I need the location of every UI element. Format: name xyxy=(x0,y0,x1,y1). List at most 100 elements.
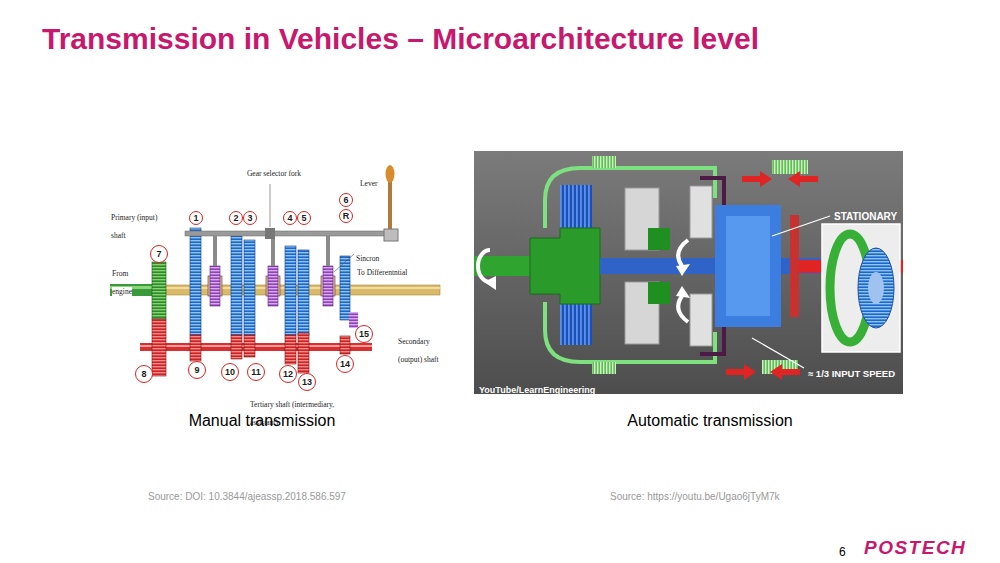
gear xyxy=(285,335,296,364)
gear xyxy=(648,282,670,304)
logo-text: POSTECH xyxy=(864,537,966,558)
label-box: Manual transmission xyxy=(189,412,336,430)
leader-line xyxy=(334,254,354,272)
gear-lever xyxy=(384,229,398,241)
callout-text: ≈ 1/3 INPUT SPEED xyxy=(808,368,895,379)
bracket xyxy=(700,178,724,205)
red-arrow xyxy=(788,171,818,187)
label-box: Sincron xyxy=(356,247,379,265)
planetary-set xyxy=(726,216,770,316)
gear xyxy=(190,228,350,335)
gear-lever xyxy=(388,180,392,232)
callout-circle: 14 xyxy=(336,355,354,373)
callout-circle: 9 xyxy=(188,361,206,379)
rotation-arrow xyxy=(478,240,688,322)
gear xyxy=(152,262,166,319)
tertiary-shaft xyxy=(140,345,372,347)
part-label: To Differentntial xyxy=(357,268,407,277)
source-note: Source: DOI: 10.3844/ajeassp.2018.586.59… xyxy=(148,491,346,502)
gear-teeth xyxy=(592,156,616,168)
label-box: Primary (input) shaft xyxy=(111,206,163,243)
callout-circle: 5 xyxy=(297,211,311,225)
rotation-arrow xyxy=(678,240,688,266)
synchronizer xyxy=(323,266,333,306)
part-label: From engine xyxy=(112,269,132,296)
label-box: ≈ 1/3 INPUT SPEED xyxy=(808,363,895,381)
leader-line xyxy=(772,216,830,236)
label-box: Source: DOI: 10.3844/ajeassp.2018.586.59… xyxy=(148,486,346,504)
selector-fork xyxy=(213,236,217,266)
rotation-arrow xyxy=(676,264,690,276)
rotation-arrow xyxy=(678,296,688,322)
gear xyxy=(152,319,166,376)
leader-line xyxy=(270,184,271,227)
source-note: Source: https://youtu.be/Ugao6jTyM7k xyxy=(610,491,780,502)
automatic-gearbox xyxy=(474,151,903,394)
idler-gear xyxy=(349,312,358,328)
callout-circle: 15 xyxy=(355,325,373,343)
rotation-arrow xyxy=(478,250,490,282)
gear xyxy=(231,335,242,359)
rotation-arrow xyxy=(484,264,690,298)
callout-circle: 10 xyxy=(221,363,239,381)
label-box: 6 xyxy=(839,542,846,560)
callout-circle: 11 xyxy=(247,363,265,381)
callout-circle: 13 xyxy=(298,373,316,391)
leader-line xyxy=(752,338,804,368)
callout-number: R xyxy=(343,212,350,221)
gear-lever xyxy=(386,165,395,183)
callout-number: 10 xyxy=(225,368,235,377)
callout-number: 3 xyxy=(247,214,252,223)
title-box: Transmission in Vehicles – Microarchitec… xyxy=(42,22,759,57)
callout-circle: 1 xyxy=(189,211,203,225)
label-box: POSTECH xyxy=(864,537,966,559)
callout-circle: 12 xyxy=(279,365,297,383)
label-box: To Differentntial xyxy=(357,261,409,279)
gear xyxy=(340,336,350,354)
image-caption: Automatic transmission xyxy=(627,412,792,429)
callout-circle: 2 xyxy=(229,211,243,225)
label-box: Lever xyxy=(360,172,378,190)
gear-inset xyxy=(822,224,900,352)
output-flange xyxy=(790,215,799,317)
label-box: YouTube/LearnEngineering xyxy=(479,379,595,397)
gear-teeth xyxy=(772,160,808,174)
tertiary-shaft xyxy=(140,343,372,351)
gear xyxy=(231,236,242,335)
red-arrow xyxy=(770,364,800,380)
selector-fork xyxy=(271,236,275,266)
callout-circle: 7 xyxy=(150,245,168,263)
gear xyxy=(298,250,309,335)
callout-circle: 4 xyxy=(283,211,297,225)
synchronizer xyxy=(268,266,278,306)
image-panel xyxy=(474,151,903,394)
part-label: Sincron xyxy=(356,254,379,263)
part-label: Primary (input) shaft xyxy=(111,213,157,240)
selector-fork xyxy=(326,236,330,266)
callout-number: 4 xyxy=(287,214,292,223)
callout-number: 13 xyxy=(302,378,312,387)
slide-title: Transmission in Vehicles – Microarchitec… xyxy=(42,22,759,55)
gear xyxy=(244,240,255,335)
bracket xyxy=(700,327,724,354)
callout-number: 11 xyxy=(251,368,261,377)
gear xyxy=(298,333,309,373)
planet-gear xyxy=(690,294,712,346)
callout-number: 1 xyxy=(193,214,198,223)
label-box: Source: https://youtu.be/Ugao6jTyM7k xyxy=(610,486,780,504)
callout-number: 12 xyxy=(283,370,293,379)
red-arrow xyxy=(742,171,772,187)
callout-number: 8 xyxy=(141,370,146,379)
part-label: Secondary (output) shaft xyxy=(398,337,439,364)
callout-number: 2 xyxy=(233,214,238,223)
watermark: YouTube/LearnEngineering xyxy=(479,385,595,395)
selector-fork xyxy=(213,228,330,266)
label-box: Automatic transmission xyxy=(627,412,792,430)
gear-teeth xyxy=(592,362,616,374)
gear xyxy=(190,228,201,335)
synchronizer xyxy=(210,266,220,306)
